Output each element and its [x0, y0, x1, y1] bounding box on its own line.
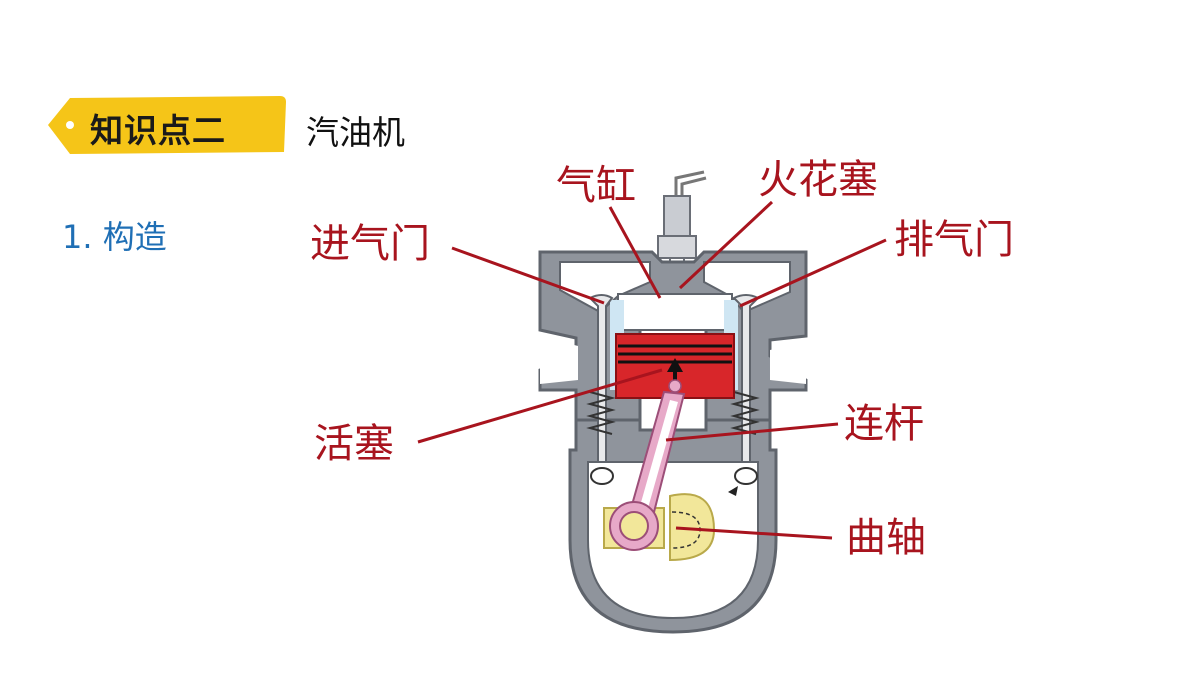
topic-title: 汽油机 — [306, 113, 405, 152]
leader-lines — [417, 200, 887, 540]
leader-spark-plug — [678, 200, 774, 290]
tag-background — [48, 96, 286, 154]
leader-cylinder — [608, 206, 662, 299]
label-connecting-rod: 连杆 — [844, 401, 924, 447]
section-label: 1. 构造 — [62, 218, 167, 256]
label-piston: 活塞 — [314, 421, 394, 467]
label-cylinder: 气缸 — [556, 163, 636, 209]
tag-dot — [66, 121, 74, 129]
label-crankshaft: 曲轴 — [846, 515, 926, 561]
leader-crankshaft — [675, 526, 833, 540]
leader-exhaust-valve — [739, 238, 887, 308]
exhaust-valve — [730, 294, 760, 485]
label-intake-valve: 进气门 — [310, 221, 430, 267]
intake-valve — [586, 294, 616, 485]
leader-intake-valve — [451, 246, 605, 305]
label-exhaust-valve: 排气门 — [894, 217, 1014, 263]
section-tag: 知识点二 — [46, 94, 286, 156]
label-spark-plug: 火花塞 — [758, 157, 878, 203]
connecting-rod — [609, 379, 686, 551]
leader-piston — [417, 368, 663, 444]
leader-connecting-rod — [665, 422, 839, 442]
tag-label: 知识点二 — [90, 111, 226, 150]
